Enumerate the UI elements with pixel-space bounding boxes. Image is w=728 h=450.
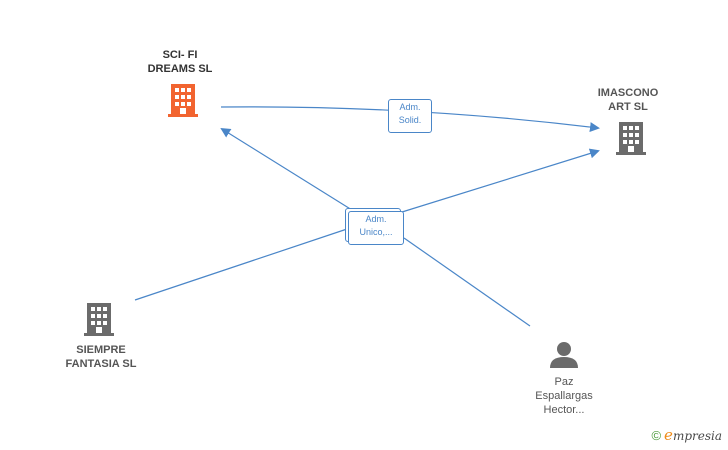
edge-paz-to-center — [403, 237, 531, 327]
building-icon[interactable] — [616, 122, 646, 155]
node-label-line: SCI- FI — [162, 49, 198, 61]
node-label-siempre-fantasia[interactable]: SIEMPRE FANTASIA SL — [46, 343, 156, 371]
edge-siempre-to-center — [134, 227, 351, 301]
edge-badge-line: Unico,... — [359, 227, 393, 237]
edge-center-to-imascono — [401, 148, 600, 213]
node-label-line: Paz — [554, 376, 574, 388]
building-icon[interactable] — [168, 84, 198, 117]
edge-badge-line: Adm. — [399, 102, 421, 112]
node-label-scifi-dreams[interactable]: SCI- FI DREAMS SL — [130, 48, 230, 76]
node-label-line: ART SL — [608, 101, 648, 113]
edge-center-to-scifi — [220, 127, 361, 216]
footer-brand: © empresia — [651, 426, 722, 444]
node-label-line: IMASCONO — [597, 87, 659, 99]
node-label-line: DREAMS SL — [147, 63, 213, 75]
person-icon[interactable] — [550, 342, 578, 368]
node-label-line: FANTASIA SL — [65, 358, 137, 370]
edge-badge-adm-solid[interactable]: Adm. Solid. — [388, 99, 432, 133]
edge-badge-line: Adm. — [365, 214, 387, 224]
brand-logo-initial: e — [664, 426, 673, 444]
node-label-line: SIEMPRE — [76, 344, 126, 356]
building-icon[interactable] — [84, 303, 114, 336]
copyright-symbol: © — [651, 427, 662, 443]
edge-badge-line: Solid. — [398, 115, 422, 125]
node-label-imascono-art[interactable]: IMASCONO ART SL — [578, 86, 678, 114]
node-label-paz-espallargas[interactable]: Paz Espallargas Hector... — [514, 375, 614, 417]
edge-badge-adm-unico[interactable]: Adm. Unico,... — [348, 211, 404, 245]
brand-logo-text: mpresia — [672, 429, 722, 443]
brand-logo[interactable]: empresia — [664, 426, 722, 444]
node-label-line: Espallargas — [535, 390, 593, 402]
node-label-line: Hector... — [543, 404, 585, 416]
